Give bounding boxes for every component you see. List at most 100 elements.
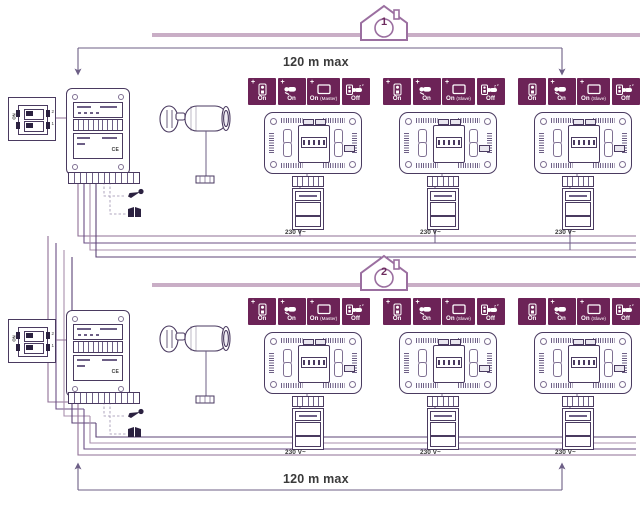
cctv-camera-zone1	[159, 105, 231, 182]
bus-terminal-block-zone2	[68, 392, 140, 404]
badge-row-z2-m2: + On + On +	[383, 298, 505, 325]
badge-monitor: + On (Master)	[307, 298, 340, 325]
svg-text:z: z	[497, 303, 499, 307]
wallbox-switch-number: 2	[51, 109, 54, 114]
badge-caption: On	[581, 315, 590, 322]
bus-wires-zone2-lower	[77, 402, 636, 456]
door-station-zone2: CE	[66, 310, 130, 397]
camera-icon	[278, 82, 306, 96]
monitor-connector	[436, 137, 462, 148]
plus-sign: +	[445, 299, 450, 306]
voltage-label-z2-m1: 230 V~	[285, 449, 306, 456]
badge-caption: On	[257, 95, 267, 102]
badge-caption: On	[309, 315, 319, 322]
handset-icon	[383, 302, 411, 316]
badge-subcaption: (Master)	[320, 316, 338, 321]
key-icon	[128, 188, 144, 198]
ce-mark: CE	[111, 147, 119, 153]
house-number: 1	[380, 16, 388, 28]
wallbox-switch-number: 2	[51, 331, 54, 336]
plus-sign: +	[415, 79, 420, 86]
span-label-bottom: 120 m max	[283, 472, 349, 486]
house-badge-1: 1	[358, 4, 410, 42]
badge-camera: + On	[412, 298, 441, 325]
plus-sign: +	[386, 299, 391, 306]
sleep-icon: z z	[612, 82, 640, 96]
monitor-icon	[307, 82, 340, 96]
voltage-label-z1-m2: 230 V~	[420, 229, 441, 236]
badge-caption: On	[557, 315, 566, 322]
badge-sleep: z z Off	[341, 298, 370, 325]
camera-icon	[413, 82, 441, 96]
monitor-terminal-z1-m2	[427, 176, 459, 187]
svg-text:z: z	[497, 83, 499, 87]
plus-sign: +	[280, 299, 285, 306]
plus-sign: +	[310, 79, 315, 86]
badge-caption: On	[422, 95, 431, 102]
wall-terminal-box: 2 1 ON	[8, 319, 56, 363]
badge-caption: On	[257, 315, 267, 322]
voltage-label-z1-m3: 230 V~	[555, 229, 576, 236]
plus-sign: +	[310, 299, 315, 306]
gate-icon	[128, 427, 141, 437]
badge-handset: On	[518, 78, 546, 105]
span-line-bottom	[74, 462, 566, 491]
bus-wires-zone1	[77, 182, 636, 258]
monitor-terminal-z1-m1	[292, 176, 324, 187]
gate-icon	[128, 207, 141, 217]
svg-text:z: z	[362, 303, 364, 307]
plus-sign: +	[580, 299, 585, 306]
camera-icon	[548, 82, 576, 96]
plus-sign: +	[386, 79, 391, 86]
wallbox-label: ON	[11, 335, 17, 342]
monitor-terminal-z2-m3	[562, 396, 594, 407]
wallbox-label: ON	[11, 113, 17, 120]
badge-sleep: z z Off	[611, 298, 640, 325]
wall-terminal-box: 2 1 ON	[8, 97, 56, 141]
power-supply-z1-m3	[562, 188, 594, 230]
badge-row-z1-m3: On + On + On (Slave)	[518, 78, 640, 105]
badge-handset: + On	[248, 78, 276, 105]
svg-text:z: z	[359, 303, 361, 308]
wallbox-switch-number: 1	[51, 343, 54, 348]
monitor-terminal-z2-m1	[292, 396, 324, 407]
power-supply-z2-m3	[562, 408, 594, 450]
monitor-backplate-z1-m1	[264, 112, 362, 174]
monitor-backplate-z2-m2	[399, 332, 497, 394]
handset-icon	[248, 302, 276, 316]
badge-caption: On	[287, 315, 296, 322]
camera-icon	[278, 302, 306, 316]
monitor-icon	[307, 302, 340, 316]
badge-row-z1-m2: + On + On +	[383, 78, 505, 105]
plus-sign: +	[415, 299, 420, 306]
voltage-label-z1-m1: 230 V~	[285, 229, 306, 236]
badge-caption: On	[422, 315, 431, 322]
badge-sleep: z z Off	[476, 78, 505, 105]
badge-subcaption: (Slave)	[456, 96, 471, 101]
badge-handset: + On	[383, 78, 411, 105]
badge-handset: On	[518, 298, 546, 325]
badge-camera: + On	[547, 298, 576, 325]
span-label-top: 120 m max	[283, 55, 349, 69]
badge-caption: On	[446, 315, 455, 322]
badge-monitor: + On (Slave)	[442, 298, 475, 325]
badge-subcaption: (Slave)	[456, 316, 471, 321]
monitor-icon	[442, 82, 475, 96]
accessory-callouts-zone1	[103, 182, 126, 215]
sleep-icon: z z	[342, 302, 370, 316]
badge-row-z2-m1: + On + On +	[248, 298, 370, 325]
badge-sleep: z z Off	[611, 78, 640, 105]
monitor-terminal-z2-m2	[427, 396, 459, 407]
badge-caption: On	[287, 95, 296, 102]
house-number: 2	[380, 266, 388, 278]
badge-monitor: + On (Slave)	[577, 298, 610, 325]
badge-handset: + On	[248, 298, 276, 325]
badge-camera: + On	[412, 78, 441, 105]
svg-text:z: z	[359, 83, 361, 88]
monitor-connector	[571, 137, 597, 148]
monitor-icon	[442, 302, 475, 316]
camera-terminal-zone1	[195, 175, 215, 184]
key-icon	[128, 408, 144, 418]
badge-caption: On	[527, 95, 537, 102]
